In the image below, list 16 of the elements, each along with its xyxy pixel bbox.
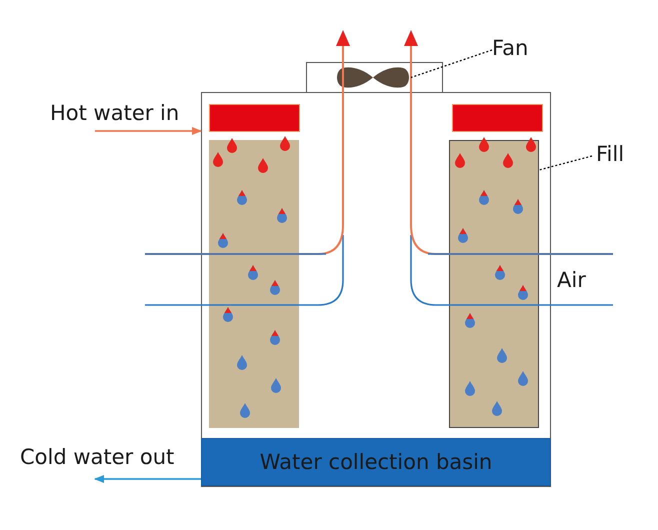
flow-arrow [94, 475, 201, 483]
collection-basin: Water collection basin [201, 438, 551, 486]
leader-line [410, 49, 492, 78]
leader-line [538, 155, 592, 171]
hot-water-distributor [209, 104, 300, 132]
inlet-label: Hot water in [50, 99, 200, 127]
fan-housing [306, 62, 443, 92]
airflow-label: Air [557, 268, 586, 294]
fill-media [449, 140, 539, 428]
flow-arrow [95, 127, 202, 135]
outlet-label: Cold water out [20, 443, 200, 471]
callout-label: Fan [492, 34, 542, 62]
hot-water-distributor [452, 104, 543, 132]
fill-media [209, 140, 299, 428]
callout-label: Fill [596, 140, 646, 168]
tower-casing [201, 92, 551, 487]
